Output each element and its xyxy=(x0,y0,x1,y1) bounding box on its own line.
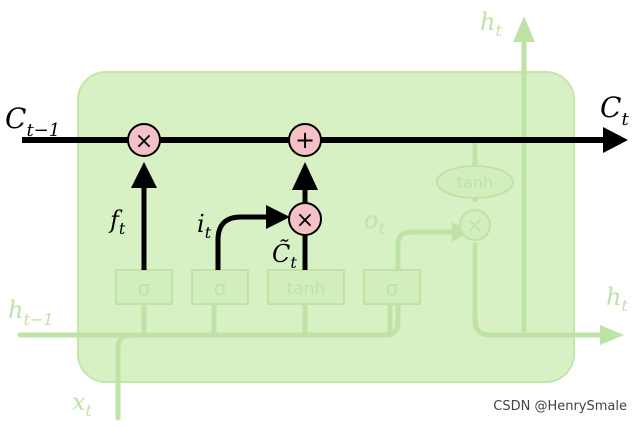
tanh-output-label: tanh xyxy=(457,173,493,192)
sigma-gate-output: σ xyxy=(386,276,399,300)
sigma-gate-forget: σ xyxy=(138,276,151,300)
label-c-out: Ct xyxy=(600,91,629,130)
label-h-top: ht xyxy=(480,8,502,40)
label-x-in: xt xyxy=(72,388,93,420)
label-c-prev: Ct−1 xyxy=(5,102,60,141)
label-o: ot xyxy=(364,206,385,238)
output-multiply-node xyxy=(459,209,491,241)
output-multiply-symbol: × xyxy=(467,213,484,237)
forget-multiply-node xyxy=(127,123,161,157)
input-multiply-node xyxy=(288,202,322,236)
cell-state-arrowhead xyxy=(603,127,628,153)
input-gate-line xyxy=(215,214,270,270)
input-gate-arrowhead xyxy=(266,205,290,229)
sigma-gate-input: σ xyxy=(214,276,227,300)
forget-multiply-symbol: × xyxy=(135,129,153,154)
label-h-prev: ht−1 xyxy=(8,296,53,329)
watermark-text: CSDN @HenrySmale xyxy=(493,399,627,414)
forget-gate-arrowhead xyxy=(131,162,157,188)
label-i: it xyxy=(197,210,212,242)
gate-boxes xyxy=(115,269,421,305)
input-multiply-symbol: × xyxy=(296,208,314,233)
tanh-gate: tanh xyxy=(287,279,326,299)
label-c-tilde: C̃t xyxy=(272,240,297,272)
add-node xyxy=(288,123,322,157)
add-symbol: + xyxy=(295,126,315,154)
label-h-right: ht xyxy=(606,283,628,315)
tanh-output-ellipse xyxy=(436,165,514,199)
update-arrowhead xyxy=(292,162,318,190)
